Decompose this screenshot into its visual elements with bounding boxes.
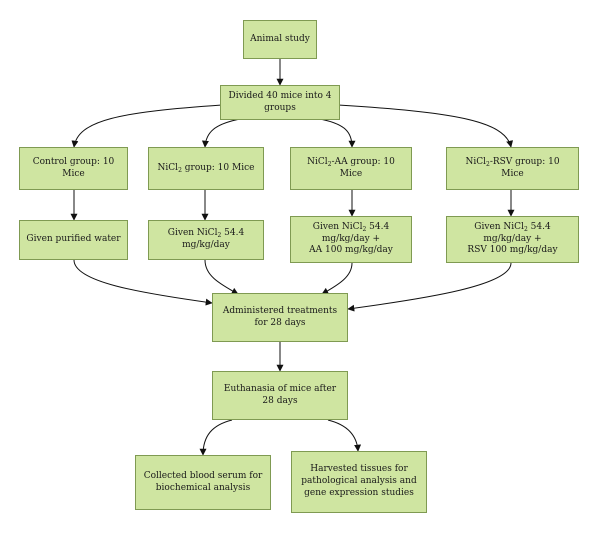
label-subscript: 2 bbox=[327, 160, 332, 168]
node-administered-treatments: Administered treatments for 28 days bbox=[212, 293, 348, 342]
label-prefix: Given NiCl bbox=[167, 228, 218, 239]
label-suffix: 54.4 mg/kg/day + bbox=[483, 221, 551, 244]
label-subscript: 2 bbox=[523, 225, 528, 233]
label-suffix: group: 10 Mice bbox=[181, 162, 255, 173]
label-suffix: -RSV group: 10 Mice bbox=[489, 156, 560, 179]
node-given-nicl: Given NiCl2 54.4 mg/kg/day bbox=[148, 220, 264, 260]
label-prefix: Given NiCl bbox=[474, 221, 524, 232]
label-subscript: 2 bbox=[217, 232, 222, 240]
node-divided-groups: Divided 40 mice into 4 groups bbox=[220, 85, 340, 120]
node-nicl-group: NiCl2 group: 10 Mice bbox=[148, 147, 264, 190]
label-prefix: NiCl bbox=[465, 156, 486, 167]
node-animal-study: Animal study bbox=[243, 20, 317, 59]
label-line2: RSV 100 mg/kg/day bbox=[467, 245, 558, 256]
node-given-nicl-aa: Given NiCl2 54.4 mg/kg/day +AA 100 mg/kg… bbox=[290, 216, 412, 263]
node-nicl-rsv-group: NiCl2-RSV group: 10 Mice bbox=[446, 147, 579, 190]
arrow-euthanasia-to-harvested bbox=[327, 419, 362, 452]
arrow-euthanasia-to-blood bbox=[199, 419, 233, 456]
node-euthanasia: Euthanasia of mice after 28 days bbox=[212, 371, 348, 420]
label-prefix: Given NiCl bbox=[312, 221, 363, 232]
node-collected-blood-serum: Collected blood serum for biochemical an… bbox=[135, 455, 271, 510]
arrow-divided-to-control bbox=[71, 104, 223, 148]
label-suffix: 54.4 mg/kg/day + bbox=[321, 221, 390, 244]
arrow-divided-to-nicl-aa bbox=[319, 118, 356, 148]
label-subscript: 2 bbox=[485, 160, 490, 168]
node-control-group: Control group: 10 Mice bbox=[19, 147, 128, 190]
node-given-nicl-rsv: Given NiCl2 54.4 mg/kg/day +RSV 100 mg/k… bbox=[446, 216, 579, 263]
arrow-divided-to-nicl bbox=[201, 118, 241, 148]
label-prefix: NiCl bbox=[157, 162, 179, 173]
arrow-given-nicl-to-administered bbox=[204, 259, 239, 295]
arrow-given-nicl-aa-to-administered bbox=[321, 262, 353, 295]
arrow-water-to-administered bbox=[73, 259, 213, 306]
label-subscript: 2 bbox=[178, 166, 182, 174]
node-harvested-tissues: Harvested tissues for pathological analy… bbox=[291, 451, 427, 513]
label-prefix: NiCl bbox=[307, 156, 328, 167]
label-suffix: -AA group: 10 Mice bbox=[331, 156, 395, 179]
arrow-given-nicl-rsv-to-administered bbox=[347, 262, 512, 312]
label-subscript: 2 bbox=[362, 225, 367, 233]
arrow-divided-to-nicl-rsv bbox=[337, 104, 514, 148]
node-nicl-aa-group: NiCl2-AA group: 10 Mice bbox=[290, 147, 412, 190]
node-purified-water: Given purified water bbox=[19, 220, 128, 260]
label-suffix: 54.4 mg/kg/day bbox=[182, 228, 245, 250]
label-line2: AA 100 mg/kg/day bbox=[309, 245, 393, 256]
